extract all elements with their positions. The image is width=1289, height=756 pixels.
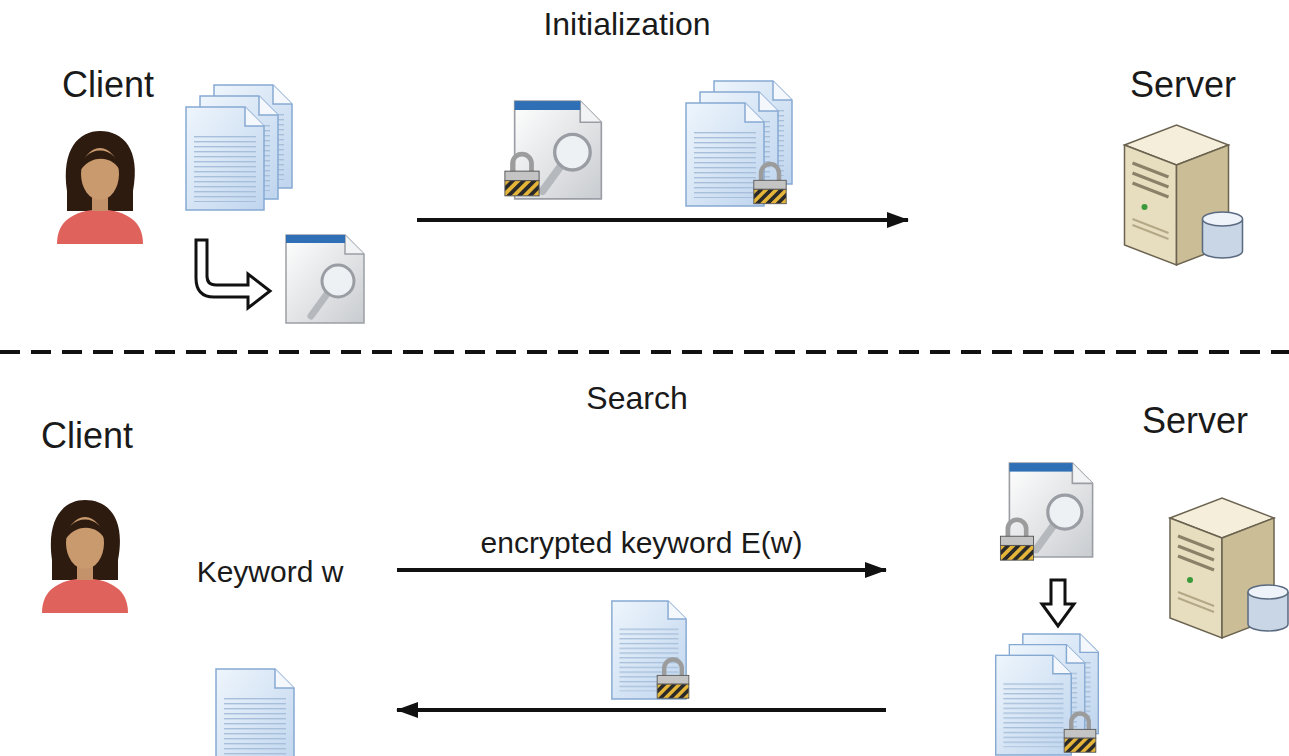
lock-icon: [1064, 714, 1096, 753]
client-group: Client: [30, 58, 415, 340]
separator-line: [0, 350, 1289, 354]
client-person-icon: [42, 500, 128, 613]
phase-heading: Search: [586, 380, 687, 417]
flow-arrow: [397, 708, 886, 712]
edge-label: encrypted keyword E(w): [477, 526, 807, 561]
flow-arrow: [397, 568, 886, 572]
encrypted-documents-icon: [686, 81, 792, 206]
lock-icon: [754, 164, 786, 204]
build-index-arrow: [196, 240, 270, 308]
client-person-icon: [57, 131, 143, 244]
encrypted-documents-icon: [996, 634, 1099, 755]
lookup-arrow: [1042, 580, 1074, 626]
keyword-label: Keyword w: [197, 555, 344, 590]
lock-icon: [505, 154, 539, 196]
actor-label: Client: [41, 415, 133, 456]
lock-icon: [1000, 520, 1033, 560]
actor-label: Server: [1142, 400, 1248, 441]
actor-label: Server: [1130, 64, 1236, 105]
decrypted-document-icon: [216, 669, 294, 756]
flow-arrow: [417, 218, 908, 222]
client-group: ClientKeyword w: [20, 409, 395, 750]
phase-heading: Initialization: [543, 6, 710, 43]
server-icon: [1170, 498, 1288, 638]
lock-icon: [657, 660, 689, 699]
server-group: Server: [888, 394, 1283, 750]
server-group: Server: [910, 58, 1280, 340]
index-icon: [286, 235, 364, 323]
server-icon: [1125, 125, 1243, 265]
document-stack-icon: [186, 85, 292, 210]
actor-label: Client: [62, 64, 154, 105]
